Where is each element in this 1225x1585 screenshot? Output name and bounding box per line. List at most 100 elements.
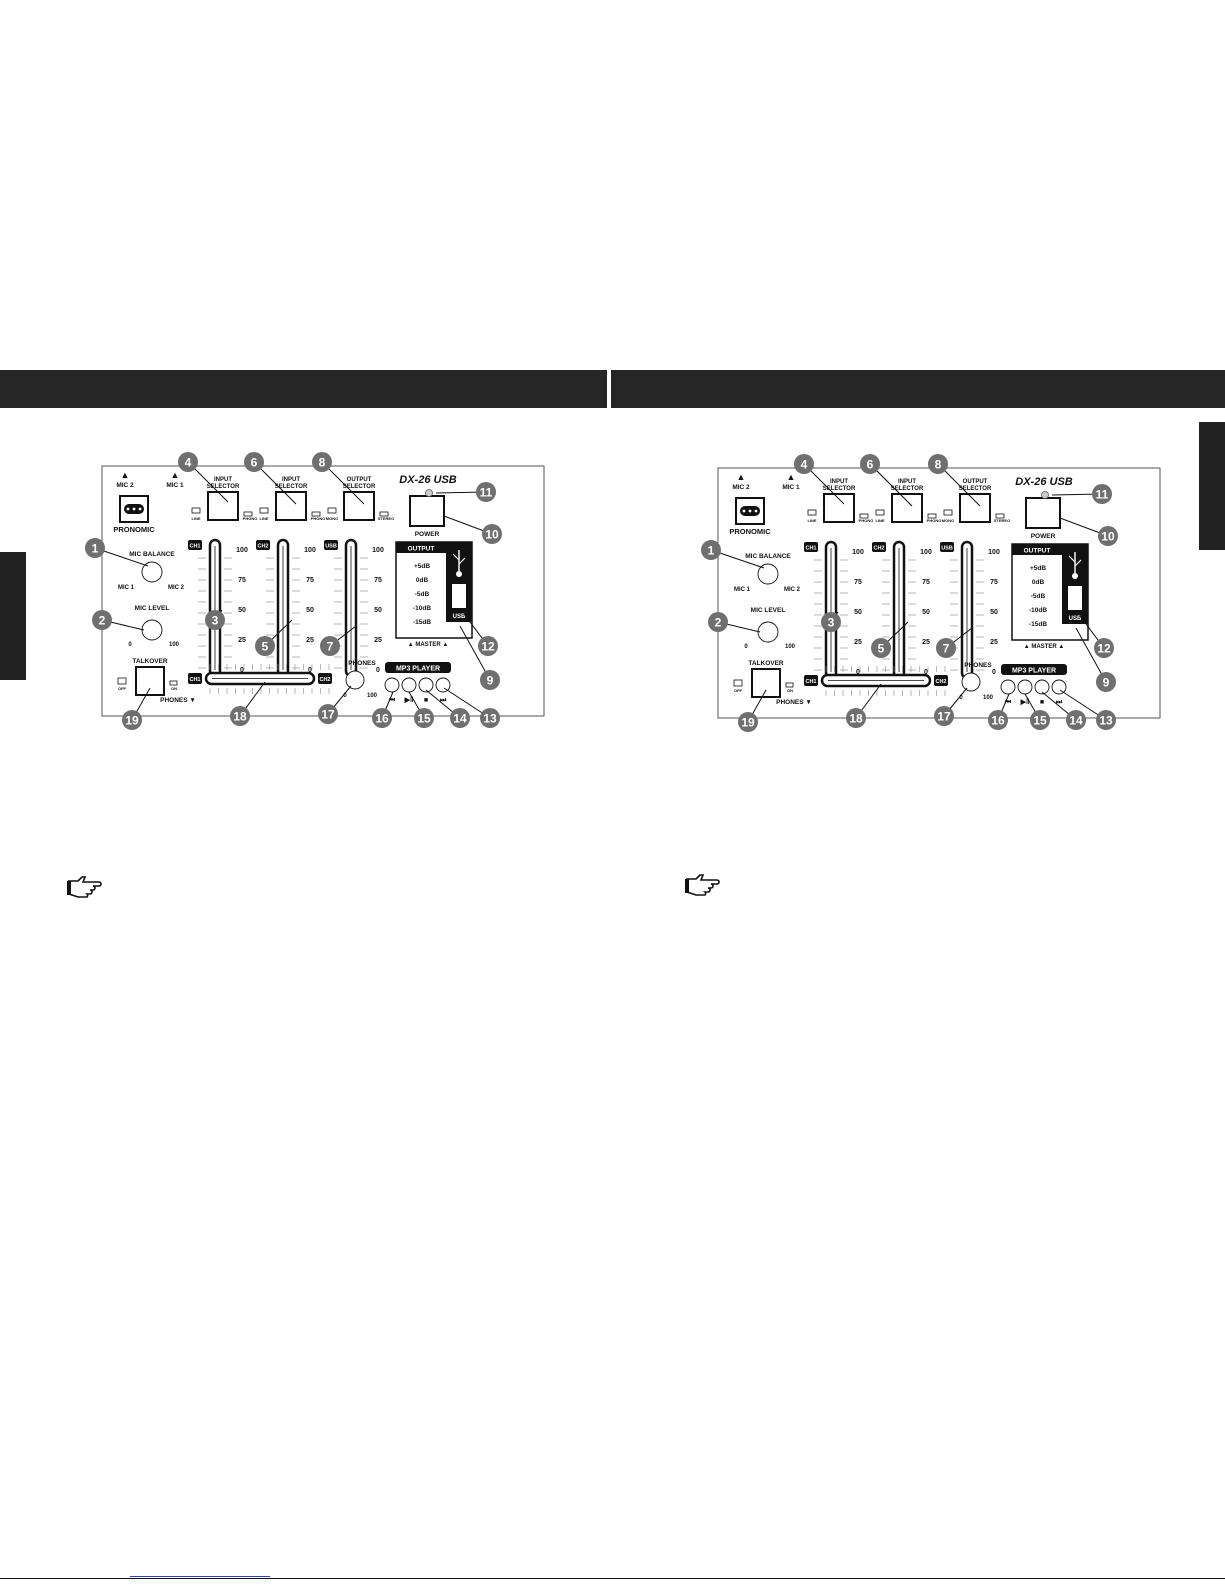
mp3-stop-button-symbol: ■: [424, 697, 428, 704]
callout-19-marker: [738, 712, 758, 732]
mp3-play-pause-button[interactable]: [1017, 679, 1033, 695]
mic1-arrow: ▲: [171, 470, 180, 480]
mp3-next-button[interactable]: [435, 677, 451, 693]
callout-14-number: 14: [1069, 714, 1083, 728]
usb-channel-scale-label: 25: [990, 639, 998, 646]
channel1-scale-label: 100: [236, 547, 248, 554]
channel1-scale-label: 0: [856, 669, 860, 676]
callout-16-number: 16: [375, 712, 389, 726]
mic2-label: MIC 2: [116, 482, 134, 489]
talkover-button[interactable]: [751, 668, 781, 698]
phones-knob[interactable]: [345, 670, 365, 690]
callout-10-marker: [482, 524, 502, 544]
usb-icon: [1074, 559, 1082, 567]
output-selector-indicator-left: [327, 507, 337, 514]
talkover-button[interactable]: [135, 666, 165, 696]
crossfader-ch1-label: CH1: [805, 679, 816, 685]
mp3-prev-button[interactable]: [384, 677, 400, 693]
callout-8-marker: [312, 452, 332, 472]
output-level-label: -10dB: [1029, 607, 1047, 614]
callout-10-marker: [1098, 526, 1118, 546]
mic-level-max: 100: [785, 644, 796, 650]
power-button[interactable]: [1025, 497, 1061, 529]
callout-7-marker: [320, 636, 340, 656]
output-level-label: 0dB: [1032, 579, 1045, 586]
callout-18-number: 18: [233, 710, 247, 724]
input-selector-ch1-button[interactable]: [823, 493, 855, 523]
phones-max: 100: [983, 695, 994, 701]
mp3-prev-button[interactable]: [1000, 679, 1016, 695]
callout-11-marker: [1092, 484, 1112, 504]
mic2-arrow: ▲: [737, 472, 746, 482]
input-selector-ch2-indicator-right: [927, 513, 937, 519]
channel1-badge-text: CH1: [805, 546, 816, 552]
input-selector-ch2-label-1: INPUT: [282, 477, 300, 483]
usb-channel-scale-label: 0: [992, 669, 996, 676]
callout-11-number: 11: [1096, 488, 1109, 502]
channel1-scale-label: 75: [238, 577, 246, 584]
usb-channel-scale-label: 50: [374, 607, 382, 614]
talkover-on-label: ON: [787, 688, 793, 693]
talkover-off-indicator: [117, 677, 127, 685]
input-selector-ch2-button[interactable]: [275, 491, 307, 521]
mic-level-knob[interactable]: [141, 619, 163, 641]
crossfader-ch1-badge: [804, 675, 818, 686]
crossfader-ch2-badge: [934, 675, 948, 686]
pointing-hand-icon: [685, 874, 720, 896]
talkover-on-indicator: [785, 682, 794, 688]
output-level-label: -5dB: [1031, 593, 1046, 600]
input-selector-ch1-indicator-right: [859, 513, 869, 519]
callout-2-marker: [708, 612, 728, 632]
channel1-badge: [188, 540, 202, 550]
bottom-link-underline: [130, 1576, 270, 1577]
callout-4-number: 4: [801, 458, 808, 472]
mic-balance-knob[interactable]: [757, 563, 779, 585]
usb-port[interactable]: [452, 584, 466, 608]
talkover-on-indicator: [169, 680, 178, 686]
mp3-player-label: MP3 PLAYER: [1012, 668, 1056, 675]
output-label: OUTPUT: [1024, 548, 1051, 555]
output-level-label: -15dB: [413, 619, 431, 626]
callout-1-number: 1: [92, 542, 99, 556]
mic-balance-label: MIC BALANCE: [745, 553, 791, 560]
input-selector-ch2-label-2: SELECTOR: [891, 486, 924, 492]
input-selector-ch2-button[interactable]: [891, 493, 923, 523]
usb-channel-scale-label: 0: [376, 667, 380, 674]
brand-name: PRONOMIC: [729, 527, 771, 536]
mic-level-knob[interactable]: [757, 621, 779, 643]
power-button[interactable]: [409, 495, 445, 527]
mp3-stop-button-symbol: ■: [1040, 699, 1044, 706]
callout-13-marker: [480, 708, 500, 728]
callout-15-marker: [414, 708, 434, 728]
talkover-label: TALKOVER: [132, 658, 168, 665]
pointing-hand-icon: [67, 876, 102, 898]
output-selector-left-label: MONO: [326, 516, 338, 521]
callout-14-marker: [1066, 710, 1086, 730]
mp3-next-button[interactable]: [1051, 679, 1067, 695]
callout-18-marker: [846, 708, 866, 728]
input-selector-ch1-button[interactable]: [207, 491, 239, 521]
mic-balance-knob[interactable]: [141, 561, 163, 583]
callout-9-number: 9: [1103, 676, 1110, 690]
input-selector-ch1-left-label: LINE: [191, 516, 200, 521]
output-selector-button[interactable]: [959, 493, 991, 523]
logo-dot: [742, 509, 746, 513]
output-level-label: -10dB: [413, 605, 431, 612]
logo-dot: [748, 509, 752, 513]
mp3-stop-button[interactable]: [418, 677, 434, 693]
input-selector-ch2-left-label: LINE: [259, 516, 268, 521]
mp3-stop-button[interactable]: [1034, 679, 1050, 695]
mp3-play-pause-button[interactable]: [401, 677, 417, 693]
callout-15-number: 15: [417, 712, 431, 726]
usb-port[interactable]: [1068, 586, 1082, 610]
power-led: [1041, 491, 1049, 499]
output-selector-label-2: SELECTOR: [343, 484, 376, 490]
phones-cue-label: PHONES ▼: [776, 699, 812, 706]
output-level-label: -5dB: [415, 591, 430, 598]
callout-19-number: 19: [741, 716, 755, 730]
phones-knob[interactable]: [961, 672, 981, 692]
output-selector-button[interactable]: [343, 491, 375, 521]
